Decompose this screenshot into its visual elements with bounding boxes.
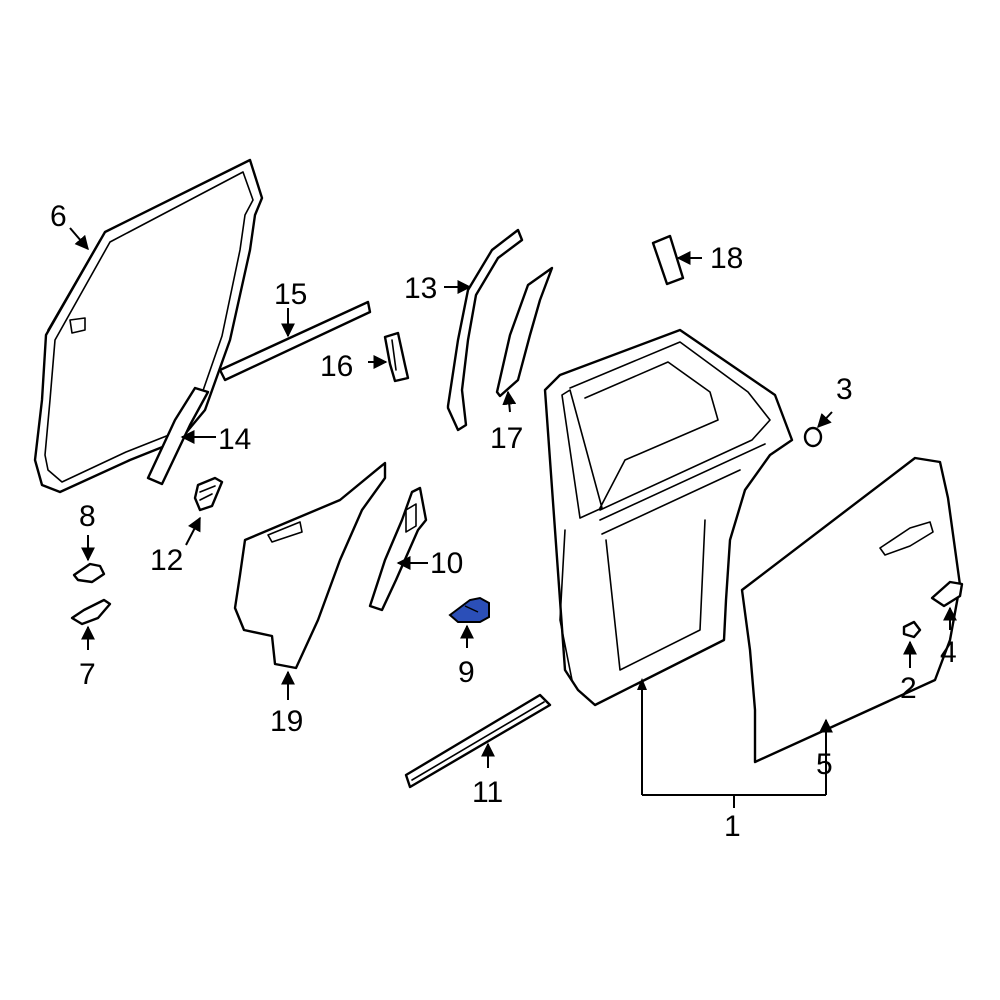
callout-15: 15 [274, 278, 307, 311]
part-18-trim[interactable] [651, 234, 685, 286]
callout-19: 19 [270, 705, 303, 738]
callout-labels: 6 15 16 14 13 17 18 3 12 10 8 7 9 19 11 … [50, 200, 957, 843]
part-12-clip[interactable] [193, 476, 224, 512]
callout-18: 18 [710, 242, 743, 275]
part-2-stud[interactable] [902, 620, 922, 639]
part-8-fastener[interactable] [72, 562, 106, 584]
callout-3: 3 [836, 373, 853, 406]
part-7-pin-clip[interactable] [70, 598, 112, 626]
callout-9: 9 [458, 656, 475, 689]
part-14-sash-trim[interactable] [146, 386, 210, 486]
callout-4: 4 [940, 636, 957, 669]
part-4-cap[interactable] [930, 580, 964, 608]
part-10-seal[interactable] [368, 486, 428, 612]
callout-11: 11 [472, 776, 503, 809]
callout-17: 17 [490, 422, 523, 455]
leader-lines [69, 227, 957, 808]
part-17-garnish[interactable] [495, 266, 554, 398]
part-6-weatherstrip[interactable] [33, 158, 264, 494]
callout-2: 2 [900, 672, 917, 705]
part-19-liner[interactable] [233, 461, 387, 670]
part-3-plug[interactable] [803, 426, 823, 448]
part-15-belt-molding[interactable] [218, 300, 372, 382]
callout-10: 10 [430, 547, 463, 580]
callout-6: 6 [50, 200, 67, 233]
part-9-door-check[interactable] [448, 596, 490, 623]
part-16-bracket[interactable] [383, 331, 410, 383]
callout-14: 14 [218, 423, 251, 456]
callout-7: 7 [79, 658, 96, 691]
callout-8: 8 [79, 500, 96, 533]
callout-13: 13 [404, 272, 437, 305]
part-1-door-shell[interactable] [543, 328, 794, 707]
callout-1: 1 [724, 810, 741, 843]
part-13-channel[interactable] [446, 228, 524, 432]
callout-5: 5 [816, 748, 833, 781]
part-11-lower-molding[interactable] [404, 693, 552, 789]
callout-16: 16 [320, 350, 353, 383]
callout-12: 12 [150, 544, 183, 577]
part-5-outer-skin[interactable] [740, 456, 962, 764]
